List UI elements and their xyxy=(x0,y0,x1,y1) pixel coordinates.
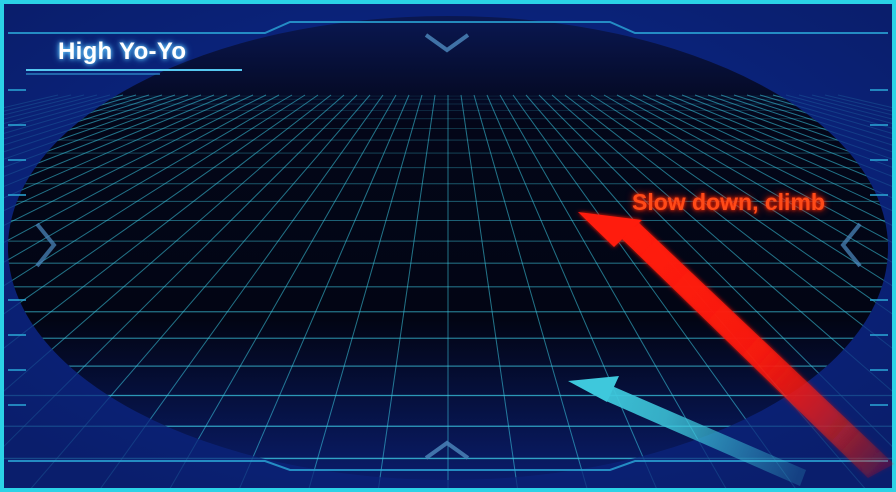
page-title: High Yo-Yo xyxy=(58,38,187,65)
climb-arrow xyxy=(578,212,894,478)
approach-arrow xyxy=(568,376,806,486)
callout-label: Slow down, climb xyxy=(632,189,825,215)
chevron-left-icon xyxy=(840,222,862,268)
chevron-down-icon xyxy=(424,33,470,53)
frame-top-rail xyxy=(8,21,888,34)
chevron-up-icon xyxy=(424,440,470,460)
frame-bottom-rail xyxy=(8,460,888,471)
grid-floor-outer xyxy=(0,94,896,492)
chevron-right-icon xyxy=(35,222,57,268)
frame-side-ticks xyxy=(8,89,888,406)
